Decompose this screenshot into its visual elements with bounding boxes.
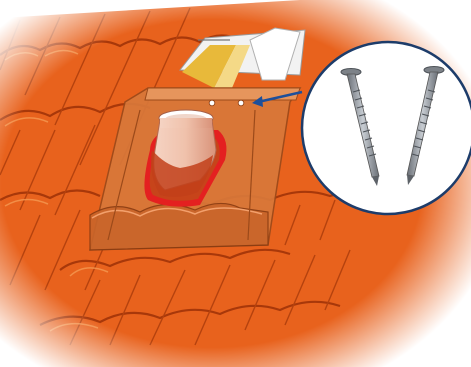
nails-magnifier [302, 42, 471, 214]
